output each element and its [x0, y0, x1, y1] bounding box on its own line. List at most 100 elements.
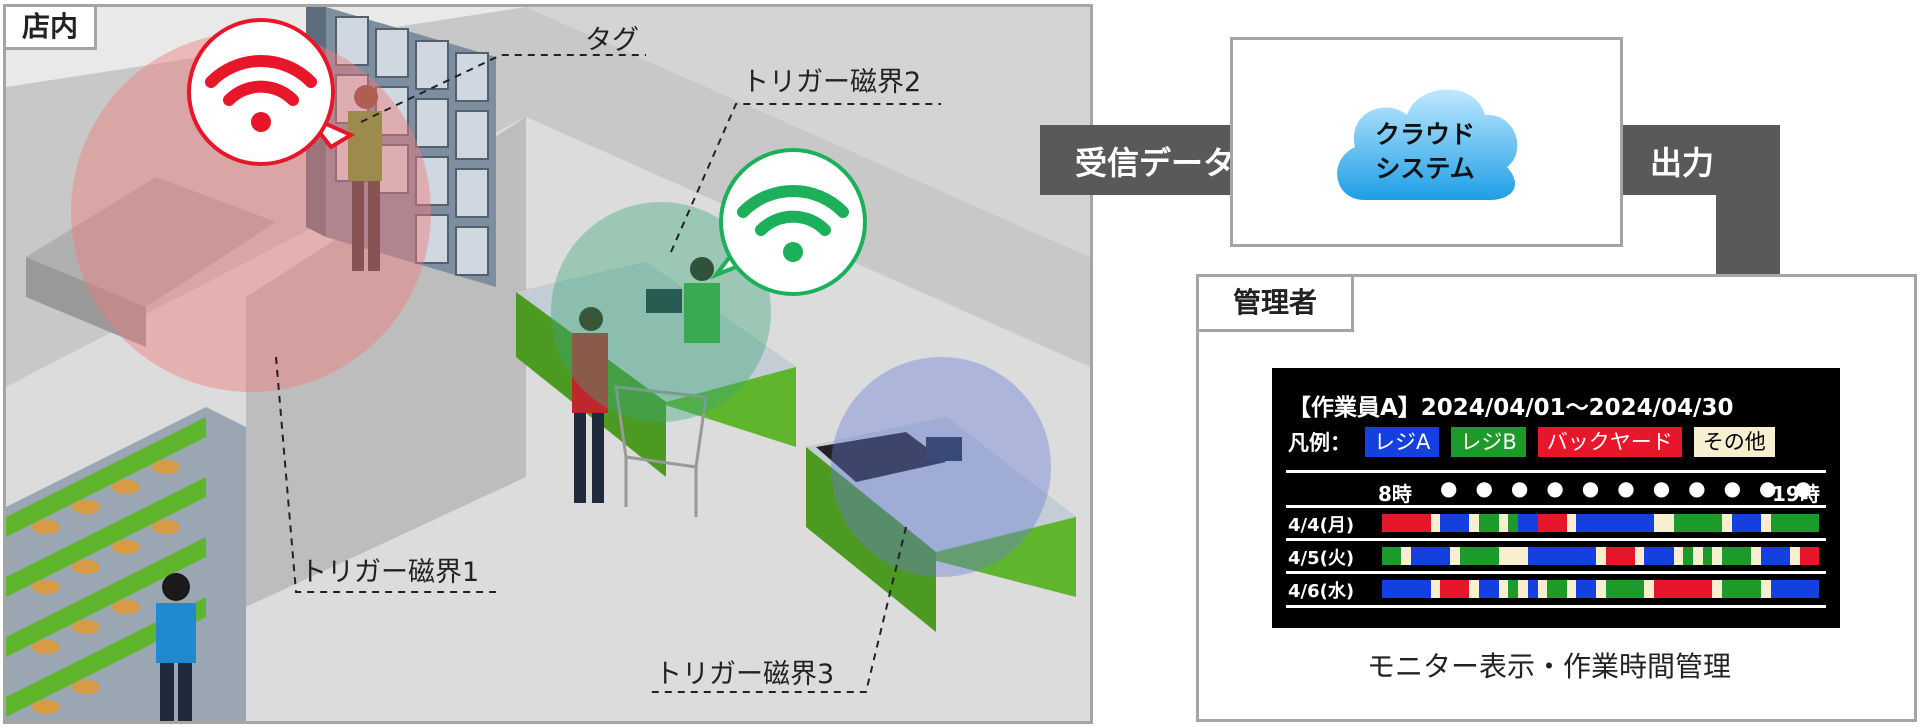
timeline-segment — [1547, 514, 1557, 532]
timeline-segment — [1595, 580, 1606, 598]
wifi-bubble-green — [710, 148, 867, 296]
timeline-segment — [1780, 514, 1791, 532]
timeline-segment — [1654, 547, 1664, 565]
timeline-segment — [1527, 580, 1538, 598]
timeline-segment — [1430, 580, 1441, 598]
timeline-segment — [1722, 514, 1732, 532]
timeline-segment — [1566, 547, 1577, 565]
divider-3 — [1286, 571, 1826, 574]
timeline-segment — [1401, 514, 1412, 532]
output-label: 出力 — [1650, 144, 1715, 182]
timeline-segment — [1537, 547, 1548, 565]
timeline-segment — [1556, 547, 1567, 565]
timeline-segment — [1556, 514, 1567, 532]
time-dots: ●●●●●●●●●●● — [1440, 476, 1830, 500]
legend-label: 凡例： — [1288, 431, 1351, 455]
legend-chip-b: レジB — [1451, 427, 1526, 457]
timeline-segment — [1576, 547, 1587, 565]
timeline-segment — [1479, 514, 1489, 532]
timeline-segment — [1683, 580, 1693, 598]
timeline-segment — [1518, 580, 1528, 598]
timeline-segment — [1459, 580, 1470, 598]
row-date-2: 4/5(火) — [1288, 548, 1355, 569]
timeline-segment — [1693, 547, 1703, 565]
callout-trigger1: トリガー磁界1 — [300, 557, 480, 588]
timeline-segment — [1595, 514, 1606, 532]
shopper-at-bakery — [156, 573, 196, 721]
monitor-title: 【作業員A】2024/04/01～2024/04/30 — [1288, 395, 1734, 421]
timeline-segment — [1693, 580, 1703, 598]
timeline-segment — [1450, 547, 1460, 565]
timeline-segment — [1595, 547, 1606, 565]
leader-tag — [360, 54, 646, 123]
store-label: 店内 — [3, 4, 98, 50]
timeline-segment — [1488, 514, 1499, 532]
timeline-segment — [1799, 580, 1810, 598]
timeline-segment — [1751, 547, 1762, 565]
timeline-segment — [1809, 547, 1820, 565]
legend-chip-a: レジA — [1365, 427, 1440, 457]
timeline-segment — [1518, 514, 1528, 532]
timeline-segment — [1586, 514, 1596, 532]
timeline-segment — [1702, 514, 1713, 532]
timeline-segment — [1382, 514, 1392, 532]
row-bar-3 — [1382, 580, 1820, 598]
divider-4 — [1286, 605, 1826, 608]
timeline-segment — [1712, 547, 1723, 565]
customer — [572, 307, 608, 503]
timeline-segment — [1556, 580, 1567, 598]
timeline-segment — [1605, 547, 1616, 565]
store-illustration — [6, 7, 1090, 721]
timeline-segment — [1440, 514, 1451, 532]
cashier — [684, 257, 720, 343]
monitor-screen: 【作業員A】2024/04/01～2024/04/30 凡例： レジA レジB … — [1272, 368, 1840, 628]
leader-trigger1 — [275, 356, 496, 593]
timeline-segment — [1498, 514, 1509, 532]
callout-trigger3: トリガー磁界3 — [655, 659, 835, 690]
cloud-line2: システム — [1375, 154, 1475, 183]
divider-top — [1286, 470, 1826, 473]
timeline-segment — [1420, 514, 1431, 532]
worker-at-locker — [348, 85, 382, 271]
timeline-segment — [1741, 580, 1752, 598]
timeline-segment — [1430, 514, 1441, 532]
timeline-segment — [1420, 580, 1431, 598]
received-data-label: 受信データ — [1075, 144, 1236, 182]
timeline-segment — [1790, 547, 1800, 565]
timeline-segment — [1547, 580, 1557, 598]
timeline-segment — [1624, 547, 1635, 565]
timeline-segment — [1605, 580, 1616, 598]
wifi-icon — [737, 184, 849, 236]
timeline-segment — [1527, 514, 1538, 532]
timeline-segment — [1459, 547, 1470, 565]
timeline-segment — [1731, 547, 1742, 565]
timeline-segment — [1722, 580, 1732, 598]
timeline-segment — [1770, 514, 1781, 532]
timeline-segment — [1420, 547, 1431, 565]
timeline-segment — [1576, 514, 1587, 532]
timeline-segment — [1683, 514, 1693, 532]
timeline-segment — [1605, 514, 1616, 532]
admin-caption: モニター表示・作業時間管理 — [1367, 650, 1732, 683]
timeline-segment — [1450, 580, 1460, 598]
row-date-1: 4/4(月) — [1288, 515, 1355, 536]
timeline-segment — [1382, 547, 1392, 565]
trigger-field-3 — [831, 357, 1051, 577]
timeline-segment — [1702, 547, 1713, 565]
timeline-segment — [1722, 547, 1732, 565]
timeline-segment — [1712, 514, 1723, 532]
timeline-segment — [1411, 514, 1421, 532]
timeline-segment — [1566, 514, 1577, 532]
timeline-segment — [1411, 547, 1421, 565]
timeline-segment — [1440, 547, 1451, 565]
timeline-segment — [1654, 514, 1664, 532]
timeline-segment — [1731, 514, 1742, 532]
time-start: 8時 — [1378, 482, 1412, 506]
timeline-segment — [1809, 514, 1820, 532]
callout-trigger2: トリガー磁界2 — [742, 67, 922, 98]
wifi-bubble-red — [187, 18, 356, 166]
leader-trigger2 — [670, 103, 941, 253]
timeline-segment — [1450, 514, 1460, 532]
timeline-segment — [1508, 580, 1519, 598]
divider-1 — [1286, 505, 1826, 508]
